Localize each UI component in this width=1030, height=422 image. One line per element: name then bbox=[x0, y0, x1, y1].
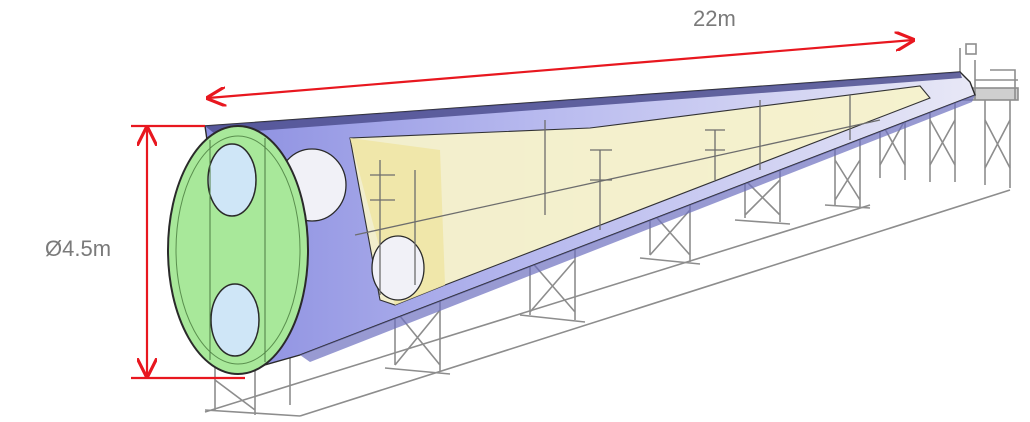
root-hole-lower bbox=[210, 283, 260, 357]
root-flange bbox=[167, 125, 309, 375]
length-dimension-label: 22m bbox=[693, 6, 736, 31]
root-flange-slot bbox=[209, 138, 266, 362]
length-arrow bbox=[208, 40, 913, 98]
blade-section-icon bbox=[167, 71, 976, 375]
shell-opening-lower bbox=[371, 235, 425, 301]
walkway-railing bbox=[354, 95, 881, 295]
root-hole-upper bbox=[207, 143, 257, 217]
blade-lower-shell bbox=[300, 95, 975, 362]
diameter-dimension-label: Ø4.5m bbox=[45, 236, 112, 261]
ground-rail bbox=[204, 189, 1011, 417]
dimension-annotations bbox=[131, 40, 913, 380]
frame-stand bbox=[824, 112, 871, 209]
root-flange-rim bbox=[175, 135, 301, 365]
